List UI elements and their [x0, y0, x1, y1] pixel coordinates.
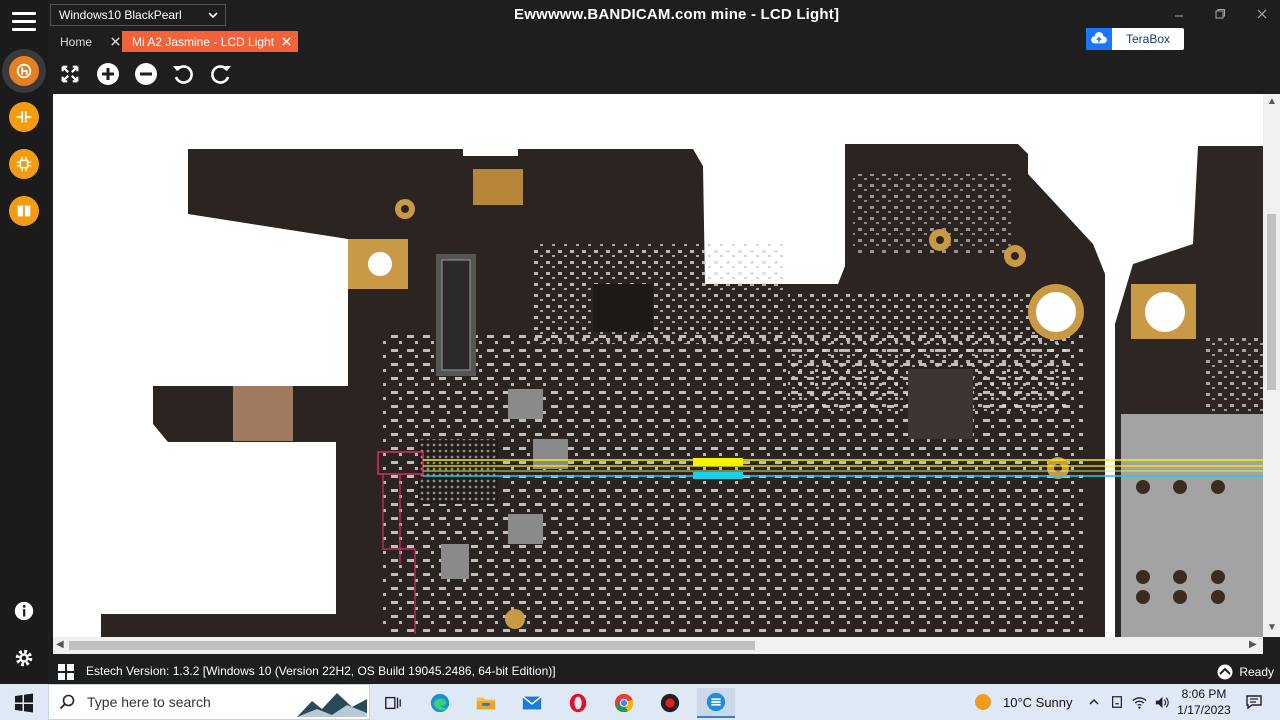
tray-overflow-chevron-icon[interactable] — [1088, 684, 1100, 720]
vertical-scrollbar[interactable]: ▲ ▼ — [1263, 94, 1280, 637]
weather-widget[interactable]: 10°C Sunny — [973, 684, 1073, 720]
close-window-icon[interactable] — [1253, 6, 1271, 22]
title-bar: Windows10 BlackPearl Ewwwww.BANDICAM.com… — [48, 0, 1280, 30]
horizontal-scroll-thumb[interactable] — [69, 641, 755, 650]
chevron-down-icon — [208, 12, 218, 19]
network-wifi-icon[interactable] — [1132, 684, 1147, 720]
fit-screen-icon[interactable] — [58, 62, 82, 86]
search-placeholder: Type here to search — [87, 694, 211, 710]
estech-app-window: Windows10 BlackPearl Ewwwww.BANDICAM.com… — [0, 0, 1280, 684]
scroll-left-icon[interactable]: ◀ — [56, 639, 64, 650]
chrome-browser-icon[interactable] — [605, 688, 643, 718]
mail-icon[interactable] — [513, 688, 551, 718]
terabox-label: TeraBox — [1125, 32, 1171, 46]
opera-browser-icon[interactable] — [559, 688, 597, 718]
notification-center-icon[interactable] — [1246, 684, 1262, 720]
terabox-button[interactable]: TeraBox — [1086, 28, 1184, 50]
scroll-right-icon[interactable]: ▶ — [1249, 639, 1257, 650]
logo-circle-icon — [1217, 664, 1233, 680]
hamburger-menu-icon[interactable] — [12, 12, 36, 32]
maximize-icon[interactable] — [1211, 6, 1229, 22]
zoom-in-icon[interactable] — [96, 62, 120, 86]
board-viewer-canvas[interactable] — [53, 94, 1263, 637]
rotate-left-icon[interactable] — [171, 62, 195, 86]
tab-active-label: Mi A2 Jasmine - LCD Light — [132, 34, 275, 49]
tab-strip: Home Mi A2 Jasmine - LCD Light TeraBox — [48, 28, 1280, 52]
info-icon[interactable] — [12, 599, 36, 623]
windows-taskbar: Type here to search 10°C Sunny 8:06 — [0, 684, 1280, 720]
device-icon[interactable] — [1110, 684, 1124, 720]
task-view-icon[interactable] — [374, 688, 412, 718]
cloud-upload-icon — [1086, 28, 1112, 50]
gi-logo-icon[interactable] — [9, 56, 39, 86]
window-title: Ewwwww.BANDICAM.com mine - LCD Light] — [514, 6, 840, 23]
vertical-scroll-thumb[interactable] — [1267, 214, 1276, 390]
tab-home[interactable]: Home — [50, 31, 124, 52]
horizontal-scrollbar[interactable]: ◀ ▶ — [53, 637, 1263, 654]
capacitor-tool-icon[interactable] — [9, 102, 39, 132]
tab-home-label: Home — [60, 34, 93, 49]
minimize-icon[interactable] — [1170, 6, 1188, 22]
bandicam-record-icon[interactable] — [651, 688, 689, 718]
edge-browser-icon[interactable] — [421, 688, 459, 718]
windows-logo-icon — [58, 664, 74, 680]
profile-select-value: Windows10 BlackPearl — [59, 8, 182, 22]
close-tab-home-icon[interactable] — [110, 36, 121, 47]
file-explorer-icon[interactable] — [467, 688, 505, 718]
status-bar: Estech Version: 1.3.2 [Windows 10 (Versi… — [48, 658, 1280, 684]
sun-icon — [975, 694, 991, 710]
search-highlight-art-icon — [297, 693, 367, 717]
weather-text: 10°C Sunny — [1003, 694, 1073, 710]
ready-indicator: Ready — [1217, 664, 1274, 680]
taskbar-search-box[interactable]: Type here to search — [48, 684, 370, 720]
close-tab-active-icon[interactable] — [281, 36, 292, 47]
zoom-out-icon[interactable] — [134, 62, 158, 86]
viewer-toolbar — [48, 54, 1280, 92]
version-text: Estech Version: 1.3.2 [Windows 10 (Versi… — [86, 664, 556, 678]
rotate-right-icon[interactable] — [209, 62, 233, 86]
scroll-down-icon[interactable]: ▼ — [1267, 622, 1277, 633]
pcb-board-image — [101, 144, 1263, 637]
volume-speaker-icon[interactable] — [1154, 684, 1169, 720]
ready-label: Ready — [1239, 665, 1274, 679]
profile-select[interactable]: Windows10 BlackPearl — [50, 4, 226, 26]
schematic-tool-icon[interactable] — [9, 196, 39, 226]
left-rail — [0, 0, 48, 684]
taskbar-clock[interactable]: 8:06 PM 1/17/2023 — [1170, 686, 1238, 718]
scroll-up-icon[interactable]: ▲ — [1267, 96, 1277, 107]
circuit-tool-icon[interactable] — [9, 149, 39, 179]
clock-date: 1/17/2023 — [1177, 703, 1231, 717]
search-icon — [59, 694, 75, 710]
settings-gear-icon[interactable] — [12, 646, 36, 670]
estech-app-taskbar-icon[interactable] — [697, 688, 735, 718]
clock-time: 8:06 PM — [1181, 687, 1227, 701]
tab-mi-a2-jasmine[interactable]: Mi A2 Jasmine - LCD Light — [122, 31, 298, 52]
start-windows-icon[interactable] — [14, 693, 34, 713]
